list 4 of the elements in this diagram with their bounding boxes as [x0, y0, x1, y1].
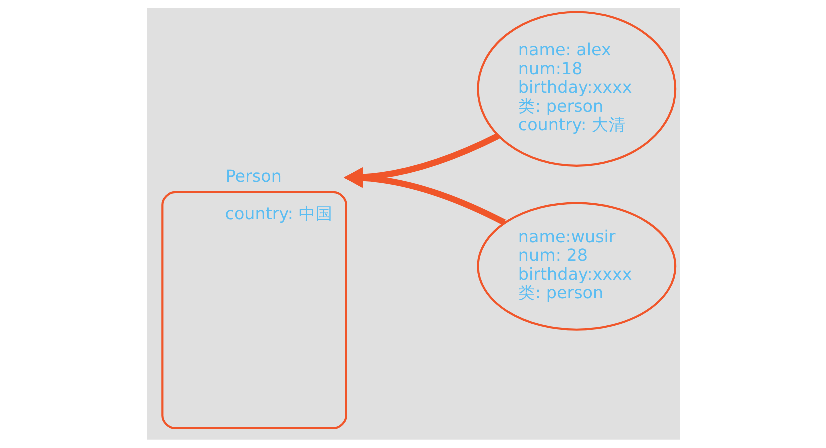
node-ellipse: name: alex num:18 birthday:xxxx 类: person country: 大清 — [476, 11, 676, 167]
node-label: Person — [225, 166, 282, 186]
node-box: country: 中国 — [161, 191, 347, 430]
node-ellipse: name:wusir num: 28 birthday:xxxx 类: person — [476, 202, 676, 331]
